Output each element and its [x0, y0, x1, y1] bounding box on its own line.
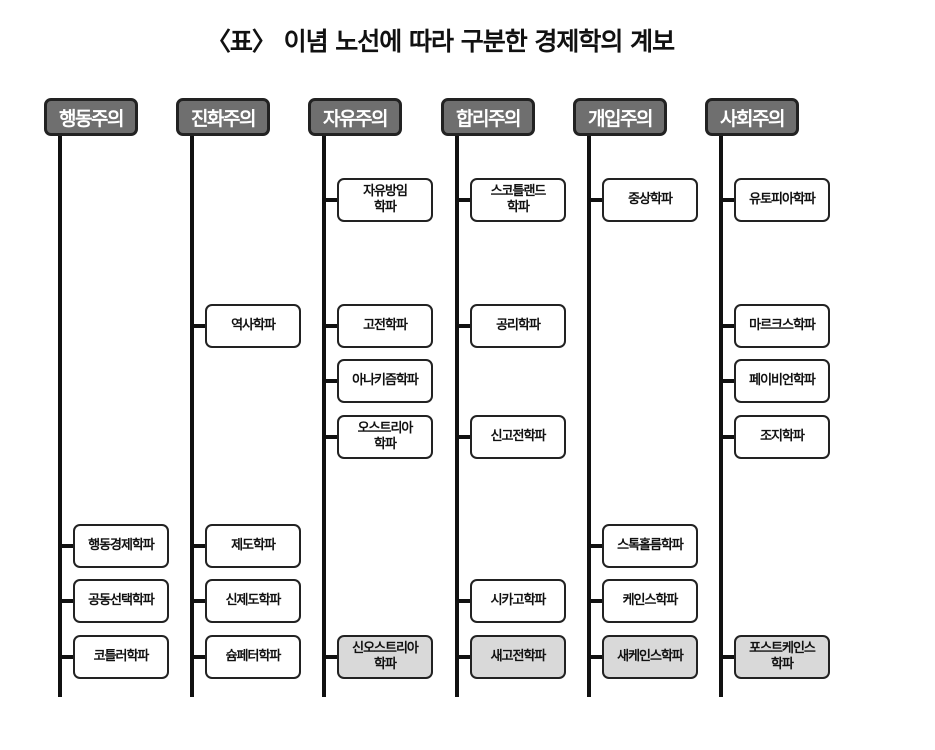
school-box: 제도학파	[205, 524, 301, 568]
connector	[324, 198, 338, 202]
school-box: 포스트케인스 학파	[734, 635, 830, 679]
connector	[457, 655, 471, 659]
column-header: 사회주의	[705, 98, 799, 136]
column-header: 합리주의	[441, 98, 535, 136]
connector	[324, 655, 338, 659]
school-box: 신제도학파	[205, 579, 301, 623]
column-line	[58, 125, 62, 697]
connector	[589, 599, 603, 603]
school-box: 유토피아학파	[734, 178, 830, 222]
school-box: 케인스학파	[602, 579, 698, 623]
column-header: 자유주의	[308, 98, 402, 136]
connector	[192, 599, 206, 603]
school-box: 슘페터학파	[205, 635, 301, 679]
school-box: 스코틀랜드 학파	[470, 178, 566, 222]
connector	[721, 655, 735, 659]
connector	[192, 655, 206, 659]
school-box: 고전학파	[337, 304, 433, 348]
connector	[457, 198, 471, 202]
column-line	[587, 125, 591, 697]
column-line	[322, 125, 326, 697]
school-box: 중상학파	[602, 178, 698, 222]
connector	[457, 599, 471, 603]
connector	[60, 599, 74, 603]
connector	[192, 544, 206, 548]
school-box: 신오스트리아 학파	[337, 635, 433, 679]
connector	[589, 544, 603, 548]
school-box: 페이비언학파	[734, 359, 830, 403]
connector	[324, 324, 338, 328]
school-box: 오스트리아 학파	[337, 415, 433, 459]
connector	[721, 435, 735, 439]
connector	[721, 324, 735, 328]
connector	[192, 324, 206, 328]
school-box: 행동경제학파	[73, 524, 169, 568]
school-box: 시카고학파	[470, 579, 566, 623]
connector	[721, 198, 735, 202]
column-line	[455, 125, 459, 697]
school-box: 아나키즘학파	[337, 359, 433, 403]
connector	[721, 379, 735, 383]
page-title: 〈표〉 이념 노선에 따라 구분한 경제학의 계보	[205, 27, 675, 56]
column-line	[719, 125, 723, 697]
connector	[60, 655, 74, 659]
column-header: 행동주의	[44, 98, 138, 136]
connector	[324, 435, 338, 439]
school-box: 신고전학파	[470, 415, 566, 459]
school-box: 스톡홀름학파	[602, 524, 698, 568]
column-header: 개입주의	[573, 98, 667, 136]
school-box: 공리학파	[470, 304, 566, 348]
school-box: 마르크스학파	[734, 304, 830, 348]
school-box: 새케인스학파	[602, 635, 698, 679]
column-line	[190, 125, 194, 697]
connector	[457, 324, 471, 328]
school-box: 공동선택학파	[73, 579, 169, 623]
connector	[60, 544, 74, 548]
school-box: 코틀러학파	[73, 635, 169, 679]
school-box: 자유방임 학파	[337, 178, 433, 222]
connector	[589, 655, 603, 659]
connector	[324, 379, 338, 383]
school-box: 역사학파	[205, 304, 301, 348]
column-header: 진화주의	[176, 98, 270, 136]
connector	[457, 435, 471, 439]
school-box: 조지학파	[734, 415, 830, 459]
connector	[589, 198, 603, 202]
school-box: 새고전학파	[470, 635, 566, 679]
